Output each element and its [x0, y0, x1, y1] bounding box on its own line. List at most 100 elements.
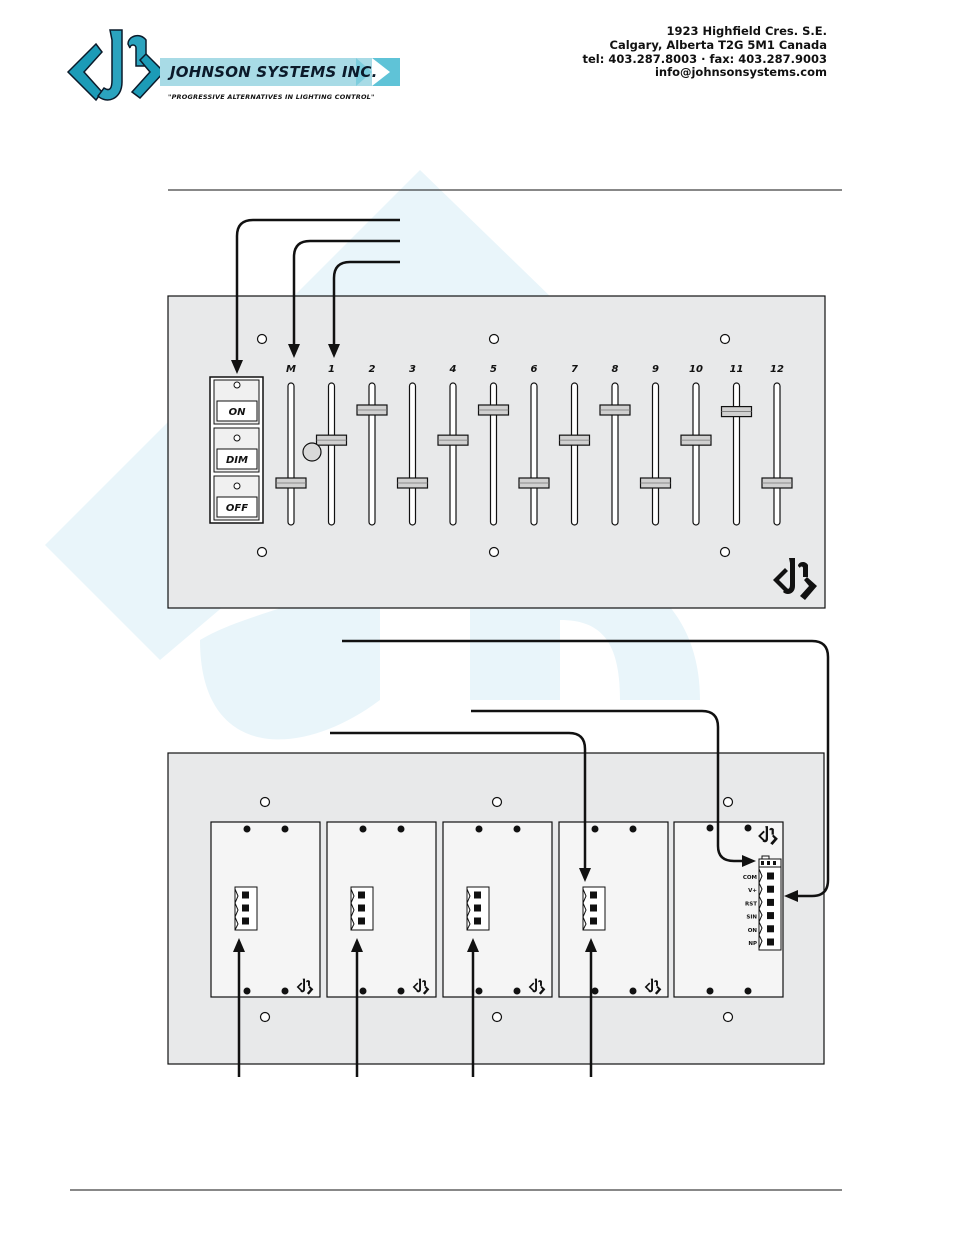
- module-screw: [282, 826, 289, 833]
- fader-label: 8: [612, 364, 619, 375]
- module-screw: [476, 826, 483, 833]
- module-screw: [398, 826, 405, 833]
- module-screw: [360, 988, 367, 995]
- dimmer-module: [327, 822, 436, 997]
- fader-label: 11: [730, 364, 744, 375]
- module-screw: [707, 825, 714, 832]
- fader-label: 12: [770, 364, 784, 375]
- module-screw: [514, 988, 521, 995]
- module-screw: [282, 988, 289, 995]
- module-screw: [244, 988, 251, 995]
- fader-track: [774, 383, 780, 525]
- fader-label: 4: [449, 364, 457, 375]
- terminal-pin: [767, 912, 774, 919]
- mounting-hole: [493, 1013, 502, 1022]
- module-screw: [630, 826, 637, 833]
- fader-label: 9: [652, 364, 659, 375]
- dim-button[interactable]: DIM: [214, 428, 259, 472]
- terminal-pin: [767, 939, 774, 946]
- company-tagline: "PROGRESSIVE ALTERNATIVES IN LIGHTING CO…: [168, 93, 375, 101]
- input-connector: [467, 887, 489, 930]
- terminal-pin: [767, 899, 774, 906]
- fader-track: [531, 383, 537, 525]
- fader-track: [612, 383, 618, 525]
- button-label-dim: DIM: [226, 455, 248, 466]
- indicator-led: [234, 435, 240, 441]
- dimmer-module: [443, 822, 552, 997]
- master-indicator-knob: [303, 443, 321, 461]
- indicator-led: [234, 483, 240, 489]
- fader-track: [369, 383, 375, 525]
- fader-track: [450, 383, 456, 525]
- fader-label: M: [286, 364, 296, 375]
- input-connector: [583, 887, 605, 930]
- mounting-hole: [490, 548, 499, 557]
- fader-track: [572, 383, 578, 525]
- mounting-hole: [490, 335, 499, 344]
- dimmer-module: [559, 822, 668, 997]
- button-label-off: OFF: [226, 503, 248, 514]
- mounting-hole: [493, 798, 502, 807]
- mounting-hole: [721, 335, 730, 344]
- terminal-pin: [767, 925, 774, 932]
- module-screw: [398, 988, 405, 995]
- fader-track: [734, 383, 740, 525]
- fader-label: 6: [531, 364, 538, 375]
- address-city: Calgary, Alberta T2G 5M1 Canada: [582, 39, 827, 53]
- fader-label: 3: [409, 364, 416, 375]
- phone-fax: tel: 403.287.8003 · fax: 403.287.9003: [582, 53, 827, 67]
- mounting-hole: [721, 548, 730, 557]
- fader-label: 5: [490, 364, 497, 375]
- fader-track: [329, 383, 335, 525]
- terminal-label: NP: [748, 941, 757, 947]
- button-stack: ON DIM OFF: [210, 377, 263, 523]
- indicator-led: [234, 382, 240, 388]
- fader-track: [410, 383, 416, 525]
- dimmer-module: [211, 822, 320, 997]
- terminal-label: V+: [748, 888, 757, 894]
- on-button[interactable]: ON: [214, 380, 259, 424]
- terminal-label: SIN: [746, 915, 757, 921]
- company-name: JOHNSON SYSTEMS INC.: [170, 63, 378, 81]
- module-panel: COM V+ RST SIN ON NP: [168, 753, 824, 1064]
- terminal-label: ON: [748, 928, 758, 934]
- mounting-hole: [724, 1013, 733, 1022]
- input-connector: [351, 887, 373, 930]
- off-button[interactable]: OFF: [214, 476, 259, 520]
- module-screw: [244, 826, 251, 833]
- module-screw: [476, 988, 483, 995]
- address-street: 1923 Highfield Cres. S.E.: [582, 25, 827, 39]
- fader-track: [693, 383, 699, 525]
- mounting-hole: [258, 548, 267, 557]
- fader-track: [491, 383, 497, 525]
- module-screw: [360, 826, 367, 833]
- fader-track: [288, 383, 294, 525]
- fader-label: 1: [328, 364, 335, 375]
- fader-label: 10: [689, 364, 703, 375]
- module-screw: [592, 826, 599, 833]
- company-address-block: 1923 Highfield Cres. S.E. Calgary, Alber…: [582, 25, 827, 80]
- mounting-hole: [261, 1013, 270, 1022]
- fader-label: 2: [369, 364, 376, 375]
- email-address: info@johnsonsystems.com: [582, 66, 827, 80]
- input-connector: [235, 887, 257, 930]
- module-screw: [745, 825, 752, 832]
- terminal-pin: [767, 886, 774, 893]
- terminal-label: COM: [743, 875, 757, 881]
- control-module: COM V+ RST SIN ON NP: [674, 822, 783, 997]
- module-screw: [707, 988, 714, 995]
- mounting-hole: [258, 335, 267, 344]
- fader-label: 7: [571, 364, 578, 375]
- module-screw: [630, 988, 637, 995]
- mounting-hole: [261, 798, 270, 807]
- module-screw: [514, 826, 521, 833]
- terminal-pin: [767, 873, 774, 880]
- fader-track: [653, 383, 659, 525]
- terminal-label: RST: [745, 901, 757, 907]
- module-screw: [745, 988, 752, 995]
- button-label-on: ON: [229, 407, 247, 418]
- company-logo-mark: [68, 30, 164, 100]
